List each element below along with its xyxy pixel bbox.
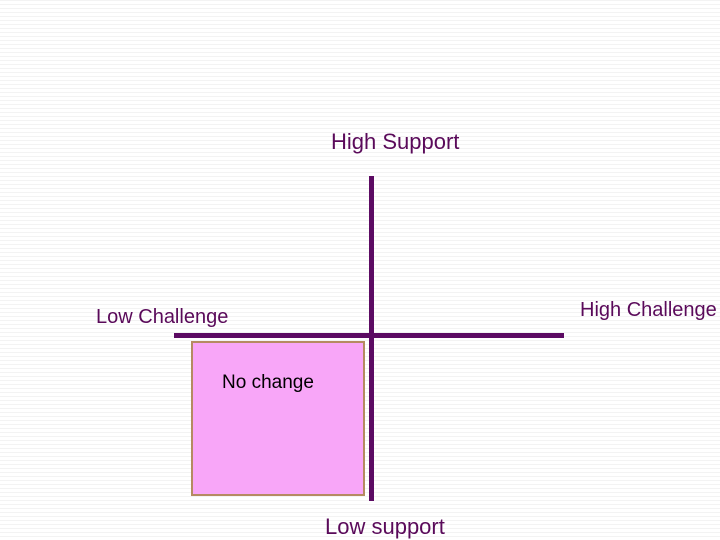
axis-label-low-support: Low support xyxy=(325,514,445,539)
quadrant-no-change xyxy=(191,341,365,496)
axis-label-high-support: High Support xyxy=(331,129,460,154)
quadrant-label-no-change: No change xyxy=(222,372,314,393)
axis-label-low-challenge: Low Challenge xyxy=(96,306,229,328)
axis-label-high-challenge: High Challenge xyxy=(580,299,717,321)
horizontal-axis-challenge xyxy=(174,333,564,338)
vertical-axis-support xyxy=(369,176,374,501)
